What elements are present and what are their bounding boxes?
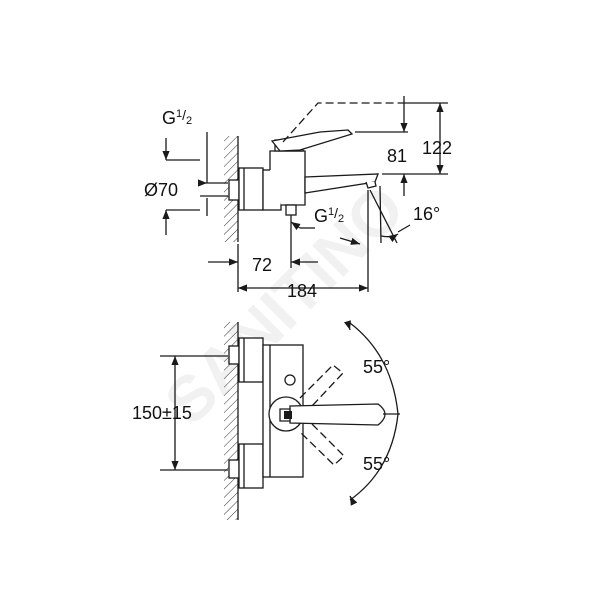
dim-184-label: 184 [287,281,317,301]
escutcheon-lower [238,443,264,489]
diameter-label: Ø70 [144,180,178,200]
lever-raised-outline [282,102,398,143]
dim-122-label: 122 [422,138,452,158]
escutcheon-side [238,167,264,211]
lever-front [289,403,386,426]
diverter-button [284,374,296,386]
angle-bottom-label: 55° [363,454,390,474]
lever-swing-lower [299,423,345,466]
lever-side [270,129,354,152]
dim-81-label: 81 [387,146,407,166]
escutcheon-upper [238,337,264,383]
angle-16-label: 16° [413,204,440,224]
side-view-labels: G1/2 Ø70 G1/2 72 184 81 122 16° [144,107,452,301]
diverter-knob [285,204,297,216]
thread-bottom-label: G1/2 [314,205,344,226]
front-view-labels: 150±15 55° 55° [132,357,390,474]
dim-72-label: 72 [252,255,272,275]
cartridge-housing [269,150,306,206]
lever-swing-upper [299,364,344,407]
wall-connector [228,179,240,201]
dim-150-label: 150±15 [132,403,192,423]
thread-top-label: G1/2 [162,107,192,128]
side-view [162,96,448,292]
angle-top-label: 55° [363,357,390,377]
front-view [160,320,400,520]
